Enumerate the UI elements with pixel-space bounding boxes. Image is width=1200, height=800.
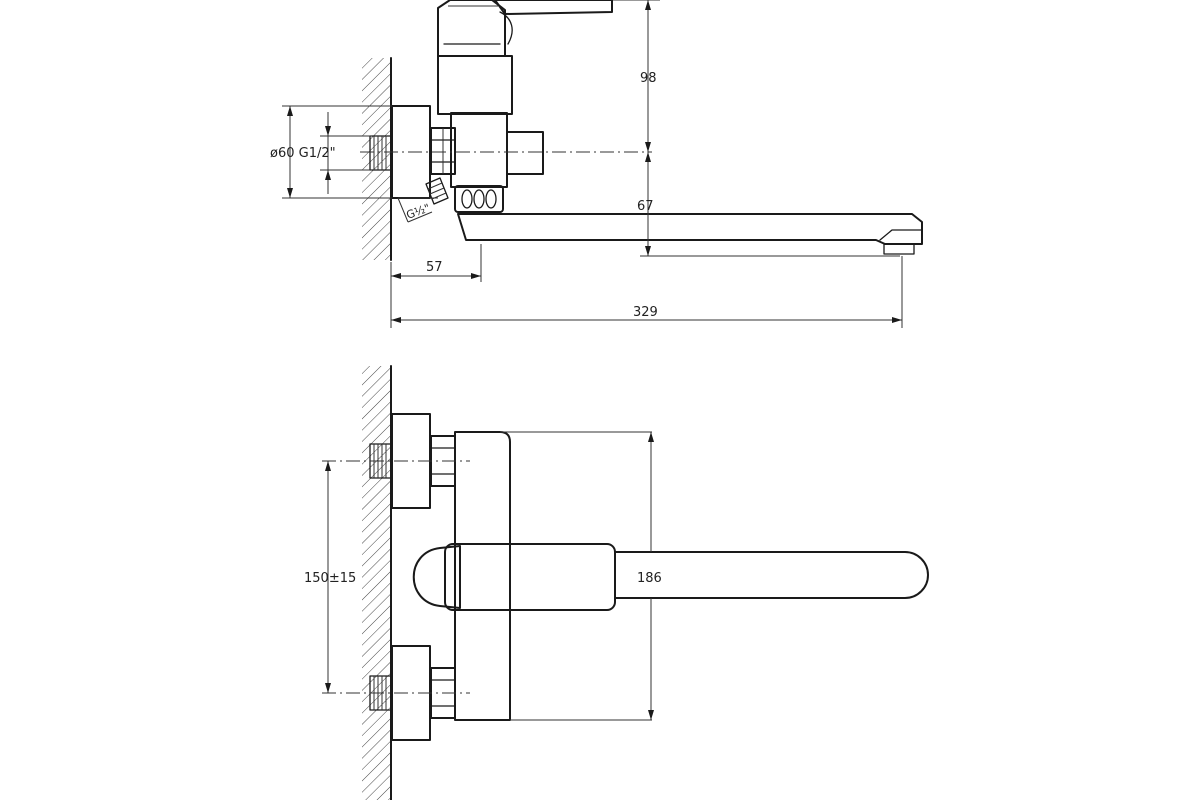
faucet-body-front xyxy=(454,431,652,721)
wall-front xyxy=(362,365,392,800)
wall-side xyxy=(362,57,392,261)
dim-98-label: 98 xyxy=(640,71,657,86)
spout-side xyxy=(457,213,923,255)
dim-98: 98 xyxy=(613,0,660,152)
dim-329: 329 xyxy=(391,256,903,328)
dim-67-label: 67 xyxy=(637,199,654,214)
dim-329-label: 329 xyxy=(633,305,658,320)
dim-57: 57 xyxy=(390,244,482,328)
dim-186: 186 xyxy=(637,432,662,720)
side-view: 98 67 ø60 G1/2" xyxy=(270,0,923,328)
dim-inlet-label: ø60 G1/2" xyxy=(270,146,336,161)
inlet-fitting-side xyxy=(369,135,393,171)
lower-inlet-front xyxy=(369,645,456,741)
shower-outlet-stub xyxy=(425,177,449,205)
front-view: 150±15 186 xyxy=(304,365,929,800)
dim-186-label: 186 xyxy=(637,571,662,586)
dim-150-label: 150±15 xyxy=(304,571,356,586)
lever-handle-side xyxy=(437,0,613,57)
dim-67: 67 xyxy=(637,152,900,257)
dim-inlet: ø60 G1/2" xyxy=(270,105,392,199)
dim-57-label: 57 xyxy=(426,260,443,275)
dim-g12: G½" xyxy=(397,197,438,223)
diverter-knob-side xyxy=(454,185,504,213)
faucet-body-side xyxy=(437,55,544,188)
dim-150: 150±15 xyxy=(304,461,356,693)
lever-handle-front xyxy=(412,543,929,611)
dim-g12-label: G½" xyxy=(405,201,432,222)
